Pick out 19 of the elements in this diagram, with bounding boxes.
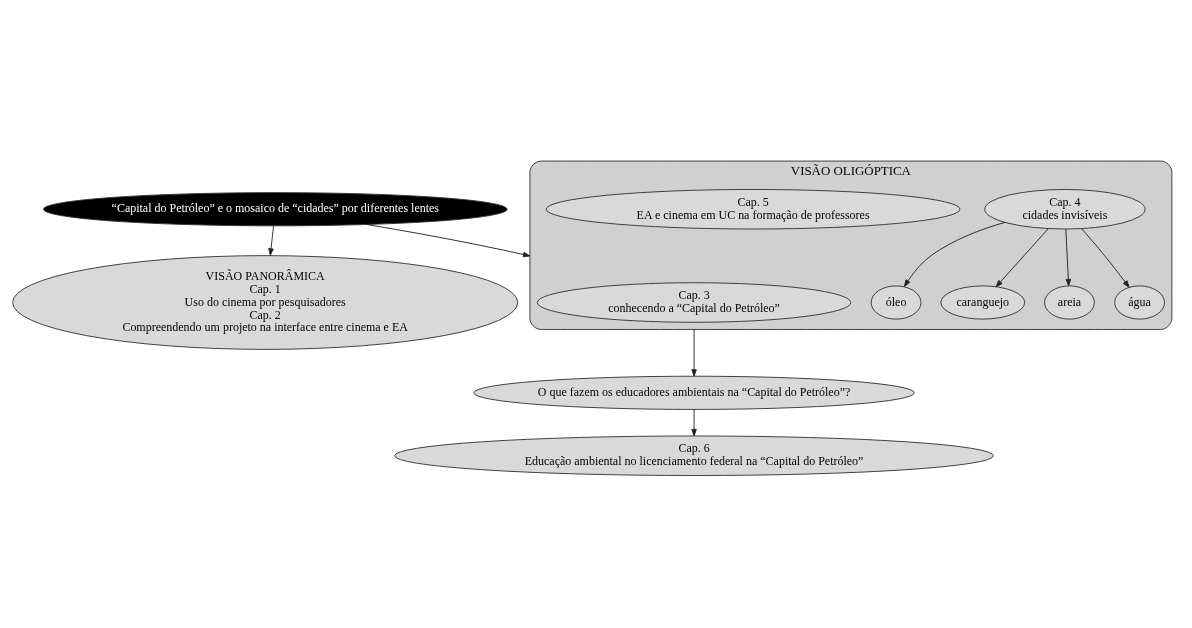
node-ellipse: areia — [1044, 284, 1095, 320]
arrow — [366, 223, 531, 257]
node-ellipse: Cap. 6 Educação ambiental no licenciamento federal na “Capital do Petróleo” — [394, 435, 994, 476]
node-ellipse: caranguejo — [940, 284, 1026, 320]
arrow — [903, 221, 1006, 287]
arrow — [995, 227, 1049, 287]
node-ellipse: óleo — [870, 284, 922, 320]
arrow — [691, 328, 697, 377]
node-ellipse: água — [1114, 284, 1165, 320]
node-ellipse: O que fazem os educadores ambientais na “Capital do Petróleo”? — [473, 375, 915, 410]
arrow — [268, 225, 274, 256]
node-ellipse: Cap. 5 EA e cinema em UC na formação de professores — [545, 188, 961, 229]
node-ellipse: “Capital do Petróleo” e o mosaico de “cidades” por diferentes lentes — [43, 191, 508, 226]
node-ellipse: VISÃO PANORÂMICA Cap. 1 Uso do cinema por pesquisadores Cap. 2 Compreendendo um projeto na interface entre cinema e EA — [12, 254, 519, 350]
arrow — [691, 408, 697, 436]
arrow — [1065, 228, 1072, 286]
node-ellipse: Cap. 3 conhecendo a “Capital do Petróleo” — [536, 281, 852, 323]
node-ellipse: Cap. 4 cidades invisíveis — [984, 188, 1146, 229]
arrow — [1080, 227, 1130, 288]
